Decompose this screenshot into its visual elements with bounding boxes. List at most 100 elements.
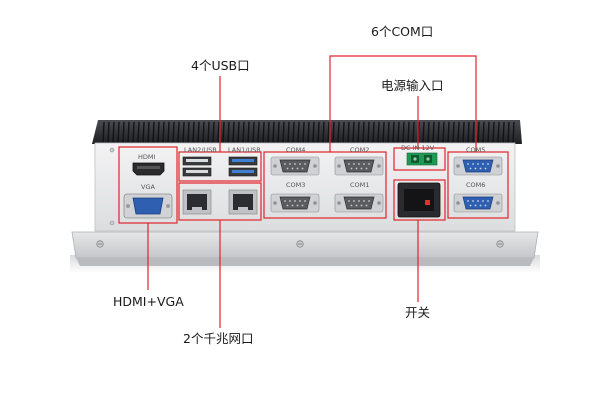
com-leader xyxy=(329,55,477,152)
heatsink-fin xyxy=(232,121,235,144)
heatsink-fin xyxy=(332,121,335,144)
db9-connector xyxy=(270,156,320,176)
heatsink-fin xyxy=(462,121,465,144)
heatsink-fin xyxy=(272,121,275,144)
heatsink-fin xyxy=(222,121,225,144)
power-switch xyxy=(397,182,441,218)
heatsink-fin xyxy=(322,121,325,144)
lan1-usb-label: LAN1/USB xyxy=(228,146,261,154)
power-connector xyxy=(406,152,438,166)
heatsink-fin xyxy=(427,121,430,144)
heatsink-fin xyxy=(402,121,405,144)
heatsink-fin xyxy=(467,121,470,144)
heatsink-fin xyxy=(432,121,435,144)
heatsink-fin xyxy=(282,121,285,144)
heatsink-fin xyxy=(492,121,495,144)
heatsink-fin xyxy=(132,121,135,144)
leader-lines xyxy=(147,55,477,328)
heatsink-fin xyxy=(162,121,165,144)
heatsink-fin xyxy=(342,121,345,144)
fin-lines xyxy=(102,121,515,144)
heatsink-fin xyxy=(362,121,365,144)
switch-box xyxy=(393,179,446,221)
heatsink-fin xyxy=(312,121,315,144)
heatsink-fin xyxy=(127,121,130,144)
heatsink-fin xyxy=(187,121,190,144)
com3-label: COM3 xyxy=(286,181,306,189)
heatsink-fin xyxy=(437,121,440,144)
heatsink-fin xyxy=(147,121,150,144)
db9-connector xyxy=(334,193,384,213)
usb3-port xyxy=(228,156,258,166)
heatsink-fin xyxy=(252,121,255,144)
usb-callout: 4个USB口 xyxy=(191,58,250,73)
heatsink-fin xyxy=(192,121,195,144)
heatsink-fin xyxy=(237,121,240,144)
heatsink-fin xyxy=(422,121,425,144)
heatsink-fin xyxy=(442,121,445,144)
com-callout: 6个COM口 xyxy=(371,24,434,39)
heatsink-fin xyxy=(482,121,485,144)
heatsink-fin xyxy=(372,121,375,144)
heatsink-fin xyxy=(472,121,475,144)
heatsink-fin xyxy=(172,121,175,144)
heatsink-fin xyxy=(407,121,410,144)
heatsink-fin xyxy=(502,121,505,144)
heatsink-fin xyxy=(122,121,125,144)
heatsink-fin xyxy=(307,121,310,144)
heatsink-fin xyxy=(142,121,145,144)
heatsink-fin xyxy=(507,121,510,144)
heatsink-fin xyxy=(452,121,455,144)
panel-screw xyxy=(109,220,115,226)
lan2-usb-label: LAN2/USB xyxy=(184,146,217,154)
usb3-port xyxy=(228,167,258,177)
com5-label: COM5 xyxy=(466,146,486,154)
heatsink-fin xyxy=(277,121,280,144)
heatsink-fin xyxy=(487,121,490,144)
heatsink-fin xyxy=(242,121,245,144)
heatsink-fin xyxy=(392,121,395,144)
mounting-rail xyxy=(71,231,539,259)
rail-lip xyxy=(76,258,534,266)
heatsink-fin xyxy=(512,121,515,144)
power-callout: 电源输入口 xyxy=(381,78,444,93)
heatsink-fin xyxy=(157,121,160,144)
heatsink-fin xyxy=(302,121,305,144)
heatsink-fin xyxy=(297,121,300,144)
com4-label: COM4 xyxy=(286,146,306,154)
heatsink-fin xyxy=(457,121,460,144)
rail-screw xyxy=(496,240,504,248)
rail-screw xyxy=(96,240,104,248)
hdmi-label: HDMI xyxy=(138,153,156,161)
heatsink-fin xyxy=(292,121,295,144)
db9-connector xyxy=(334,156,384,176)
heatsink-fin xyxy=(267,121,270,144)
heatsink-fin xyxy=(152,121,155,144)
com-right-box xyxy=(447,151,509,219)
db9-connector xyxy=(453,193,503,213)
heatsink-fin xyxy=(257,121,260,144)
com-port-group xyxy=(270,156,384,213)
heatsink-fin xyxy=(377,121,380,144)
heatsink-fin xyxy=(247,121,250,144)
switch-callout: 开关 xyxy=(405,305,431,320)
power-box xyxy=(393,147,446,171)
heatsink-fin xyxy=(117,121,120,144)
heatsink-fin xyxy=(182,121,185,144)
heatsink-fin xyxy=(212,121,215,144)
panel-screw xyxy=(109,147,115,153)
heatsink-fin xyxy=(367,121,370,144)
vga-port xyxy=(123,193,173,219)
com-left-box xyxy=(263,151,387,219)
heatsink-fin xyxy=(397,121,400,144)
heatsink-fin xyxy=(412,121,415,144)
heatsink-fin xyxy=(497,121,500,144)
lan-callout: 2个千兆网口 xyxy=(183,331,254,346)
heatsink-fin xyxy=(477,121,480,144)
heatsink-fin xyxy=(217,121,220,144)
heatsink-fin xyxy=(202,121,205,144)
heatsink-fin xyxy=(227,121,230,144)
heatsink-fin xyxy=(167,121,170,144)
heatsink-fin xyxy=(112,121,115,144)
